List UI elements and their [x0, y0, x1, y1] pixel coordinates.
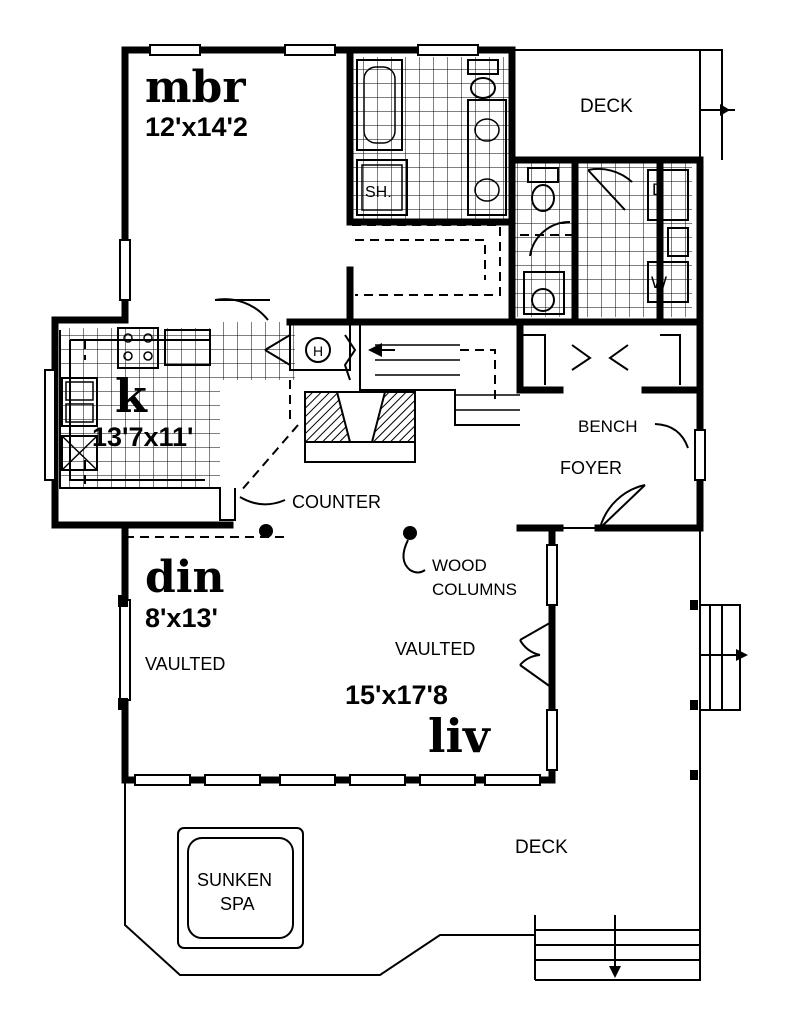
- sunken-spa: [177, 827, 304, 949]
- foyer-label: FOYER: [560, 458, 622, 478]
- columns-leaders: [239, 423, 689, 574]
- kitchen-dims: 13'7x11': [92, 422, 193, 452]
- living-name: liv: [428, 709, 491, 763]
- doors: [214, 298, 681, 691]
- shower-label: SH.: [365, 184, 392, 201]
- kitchen-name: k: [115, 369, 148, 423]
- heater-fireplace: [264, 325, 416, 463]
- bath-fixtures: [352, 59, 507, 296]
- wood-label: WOOD: [432, 556, 487, 575]
- bench-label: BENCH: [578, 417, 638, 436]
- windows: [44, 44, 706, 786]
- spa-label-1: SUNKEN: [197, 870, 272, 890]
- kitchen-fixtures: [59, 327, 299, 538]
- deck-bottom-label: DECK: [515, 837, 568, 858]
- room-labels: mbr 12'x14'2 k 13'7x11' din 8'x13' VAULT…: [92, 62, 491, 763]
- dining-name: din: [145, 552, 224, 603]
- dryer-label: D: [652, 180, 664, 199]
- counter-label: COUNTER: [292, 492, 381, 512]
- columns-label: COLUMNS: [432, 580, 517, 599]
- heater-label: H: [313, 343, 323, 359]
- top-deck: [512, 49, 735, 160]
- other-labels: DECK DECK SH. H D W COUNTER BENCH FOYER …: [197, 96, 667, 914]
- dining-vaulted: VAULTED: [145, 654, 225, 674]
- living-dims: 15'x17'8: [345, 680, 448, 710]
- spa-label-2: SPA: [220, 894, 255, 914]
- living-vaulted: VAULTED: [395, 639, 475, 659]
- mbr-name: mbr: [145, 62, 246, 113]
- mbr-dims: 12'x14'2: [145, 112, 248, 142]
- deck-top-label: DECK: [580, 96, 633, 117]
- washer-label: W: [651, 273, 667, 292]
- porch-deck: [118, 527, 748, 981]
- dining-dims: 8'x13': [145, 603, 218, 633]
- utility-fixtures: [520, 167, 689, 315]
